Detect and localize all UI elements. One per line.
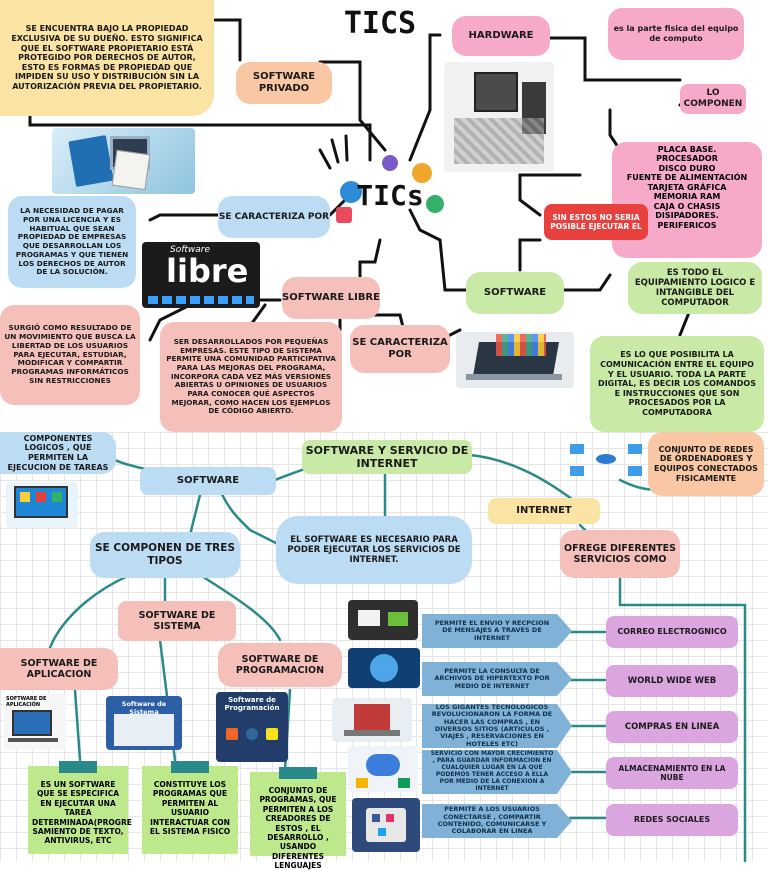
hardware-desc: es la parte fisica del equipo de computo [608,8,744,60]
componentes-logicos: COMPONENTES LOGICOS , QUE PERMITEN LA EJ… [0,432,116,474]
software-sistema-image: Software de Sistema [106,696,182,750]
software-privado-desc: SE ENCUENTRA BAJO LA PROPIEDAD EXCLUSIVA… [0,0,214,116]
software-programacion-node: SOFTWARE DE PROGRAMACION [218,643,342,687]
libre-desc: SER DESARROLLADOS POR PEQUEÑAS EMPRESAS.… [160,322,342,432]
cloud-image [348,746,418,792]
componente-item: PROCESADOR [656,154,718,164]
sin-estos-node: SIN ESTOS NO SERIA POSIBLE EJECUTAR EL [544,204,648,240]
libre-logo-small: Software [170,245,211,255]
tics-logo-text: TICs [356,179,424,212]
programacion-desc: CONJUNTO DE PROGRAMAS, QUE PERMITEN A LO… [250,767,346,870]
shopping-image [332,698,412,742]
page-title: TICS [343,6,417,41]
software-privado-node: SOFTWARE PRIVADO [236,62,332,104]
software-box-image [52,128,195,194]
se-caracteriza-por-2: SE CARACTERIZA POR [350,325,450,373]
laptop-apps-image [456,332,574,388]
service-correo: CORREO ELECTROGNICO [606,616,738,648]
software-libre-node: SOFTWARE LIBRE [282,277,380,319]
se-componen-node: SE COMPONEN DE TRES TIPOS [90,532,240,578]
se-caracteriza-por-1: SE CARACTERIZA POR [218,196,330,238]
componente-item: CAJA O CHASIS [653,201,721,211]
hardware-image [444,62,554,172]
componente-item: MEMORIA RAM [653,192,721,202]
service-redes: REDES SOCIALES [606,804,738,836]
service-desc-correo: PERMITE EL ENVIO Y RECPCION DE MENSAJES … [422,614,572,648]
componente-item: DISCO DURO [658,163,716,173]
software-necesario: EL SOFTWARE ES NECESARIO PARA PODER EJEC… [276,516,472,584]
sistema-img-label: Software de Sistema [121,700,167,716]
componente-item: DISIPADORES. [655,211,719,221]
www-image [348,648,420,688]
service-compras: COMPRAS EN LINEA [606,711,738,743]
tics-logo: TICs [330,155,450,237]
aplicacion-img-label: SOFTWARE DE APLICACIÓN [6,696,47,708]
computer-software-image [6,482,78,528]
internet-node: INTERNET [488,498,600,524]
service-desc-redes: PERMITE A LOS USUARIOS CONECTARSE , COMP… [422,804,572,838]
ofrece-servicios: OFREGE DIFERENTES SERVICIOS COMO [560,530,680,578]
libre-logo-big: libre [166,252,249,290]
aplicacion-desc-text: ES UN SOFTWARE QUE SE ESPECIFICA EN EJEC… [32,780,132,846]
conjunto-redes: CONJUNTO DE REDES DE ORDENADORES Y EQUIP… [648,432,764,496]
componente-item: TARJETA GRÁFICA [647,182,727,192]
lo-componen-node: LO COMPONEN [680,84,746,114]
componente-item: PLACA BASE. [657,145,717,154]
componente-item: FUENTE DE ALIMENTACIÓN [626,173,748,183]
componentes-list: PLACA BASE. PROCESADOR DISCO DURO FUENTE… [612,142,762,258]
software-comunicacion: ES LO QUE POSIBILITA LA COMUNICACIÓN ENT… [590,336,764,432]
service-desc-compras: LOS GIGANTES TECNOLOGICOS REVOLUCIONARON… [422,704,572,748]
hardware-node: HARDWARE [452,16,550,56]
network-image [566,438,646,480]
componente-item: PERIFERICOS [657,220,717,230]
service-nube: ALMACENAMIENTO EN LA NUBE [606,757,738,789]
software-aplicacion-image: SOFTWARE DE APLICACIÓN [4,694,66,750]
social-image [352,798,420,852]
software-programacion-image: Software de Programación [216,692,288,762]
software-bottom-node: SOFTWARE [140,467,276,495]
service-www: WORLD WIDE WEB [606,665,738,697]
service-desc-nube: SERVICIO CON MAYOR CRECIMIENTO , PARA GU… [422,750,572,794]
sistema-desc: CONSTITUYE LOS PROGRAMAS QUE PERMITEN AL… [142,761,238,854]
privado-caracteristica: LA NECESIDAD DE PAGAR POR UNA LICENCIA Y… [8,196,136,288]
software-aplicacion-node: SOFTWARE DE APLICACION [0,648,118,690]
programacion-img-label: Software de Programación [224,696,280,712]
software-top-node: SOFTWARE [466,272,564,314]
software-libre-logo: Software libre [142,242,260,308]
sistema-desc-text: CONSTITUYE LOS PROGRAMAS QUE PERMITEN AL… [149,780,231,836]
email-image [348,600,418,640]
service-desc-www: PERMITE LA CONSULTA DE ARCHIVOS DE HIPER… [422,662,572,696]
libre-origen: SURGIÓ COMO RESULTADO DE UN MOVIMIENTO Q… [0,305,140,405]
aplicacion-desc: ES UN SOFTWARE QUE SE ESPECIFICA EN EJEC… [28,761,132,854]
software-top-desc: ES TODO EL EQUIPAMIENTO LOGICO E INTANGI… [628,262,762,314]
main-title: SOFTWARE Y SERVICIO DE INTERNET [302,440,472,474]
software-sistema-node: SOFTWARE DE SISTEMA [118,601,236,641]
